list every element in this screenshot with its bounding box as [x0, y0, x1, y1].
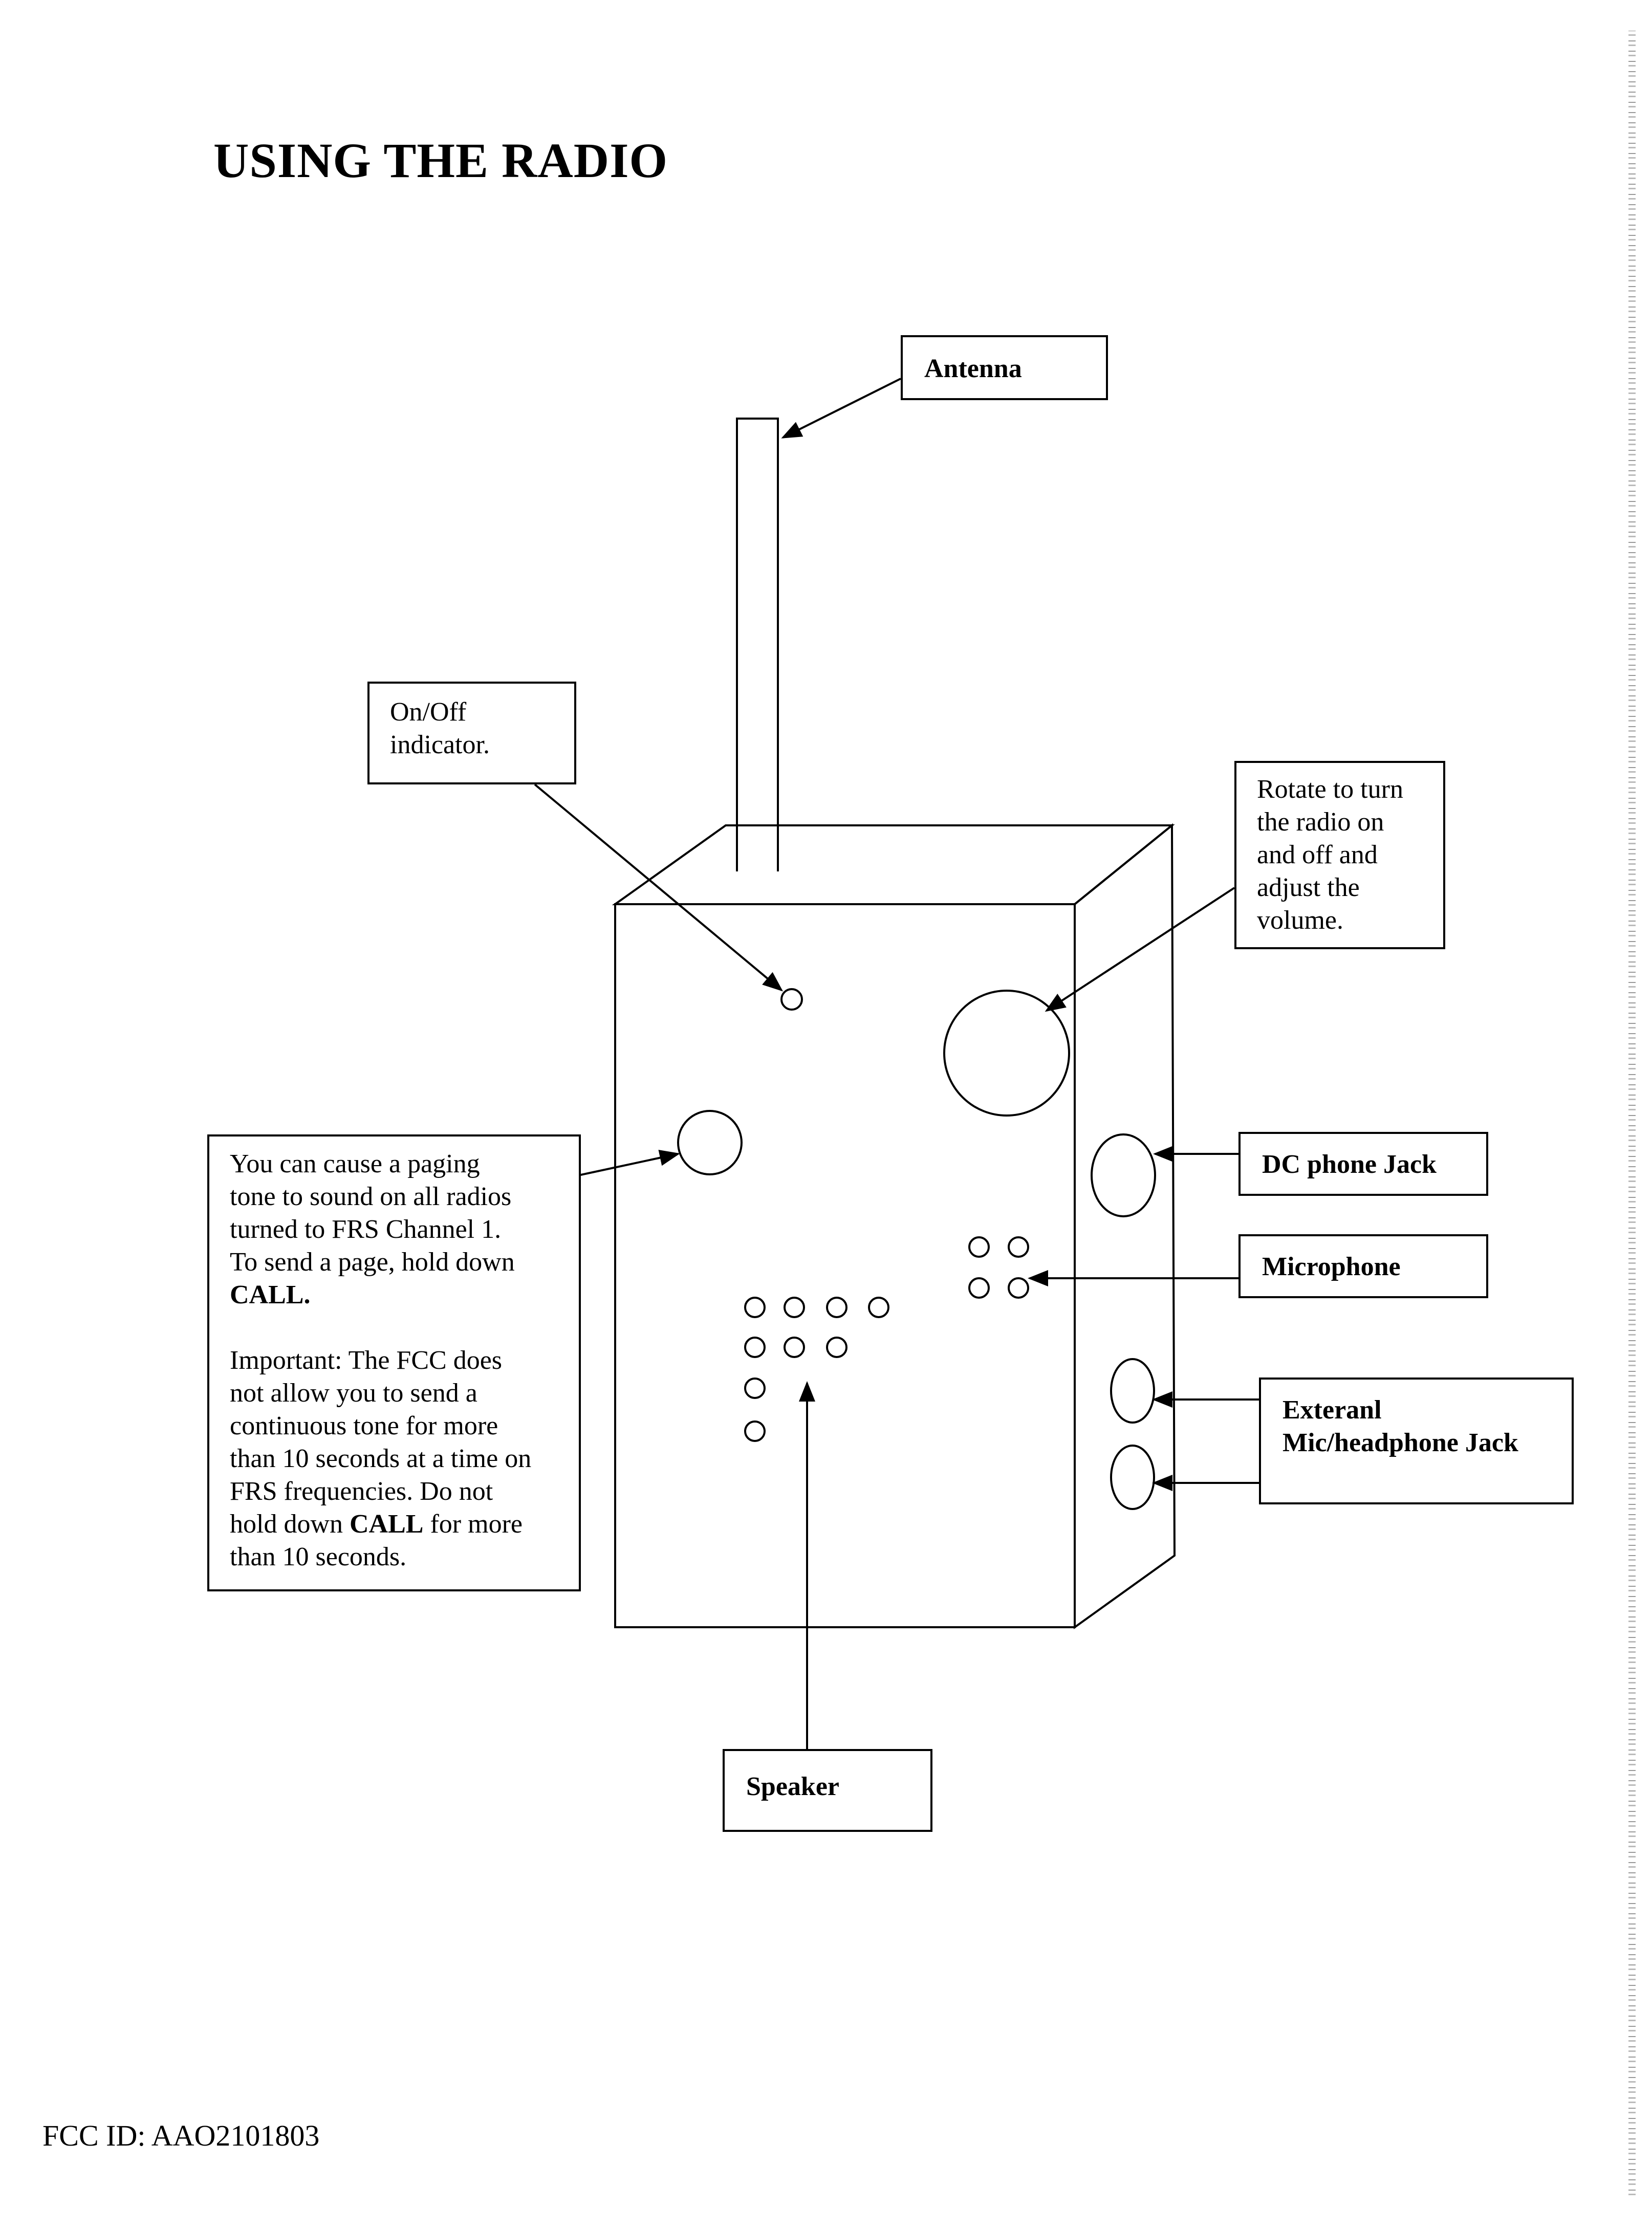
microphone-label: Microphone: [1262, 1252, 1401, 1281]
dc-jack: [1091, 1133, 1156, 1217]
onoff-label-box: On/Off indicator.: [367, 682, 576, 784]
volume-label-line-2: the radio on: [1257, 807, 1384, 837]
volume-label-line-5: volume.: [1257, 906, 1343, 935]
volume-label-line-1: Rotate to turn: [1257, 775, 1403, 804]
call-note-line-8: continuous tone for more: [230, 1411, 498, 1440]
call-note-line-9: than 10 seconds at a time on: [230, 1444, 532, 1473]
call-note-line-5: CALL.: [230, 1280, 311, 1309]
onoff-label-line-2: indicator.: [390, 730, 490, 759]
antenna-label-box: Antenna: [901, 335, 1108, 400]
antenna-label: Antenna: [924, 354, 1022, 383]
speaker-grille: [744, 1297, 889, 1442]
onoff-label-line-1: On/Off: [390, 697, 467, 727]
call-note-box: You can cause a paging tone to sound on …: [207, 1134, 581, 1591]
call-button: [677, 1110, 743, 1175]
onoff-arrow: [534, 783, 784, 992]
microphone-label-box: Microphone: [1238, 1234, 1488, 1298]
call-note-line-12: than 10 seconds.: [230, 1542, 407, 1571]
speaker-label: Speaker: [746, 1772, 839, 1801]
page-title: USING THE RADIO: [213, 133, 668, 188]
volume-knob: [943, 990, 1070, 1117]
call-keyword: CALL: [230, 1280, 304, 1309]
external-jack-label-box: Exteranl Mic/headphone Jack: [1259, 1378, 1574, 1504]
call-note-gap: [230, 1311, 579, 1344]
fcc-id-footer: FCC ID: AAO2101803: [42, 2119, 320, 2152]
call-note-line-7: not allow you to send a: [230, 1379, 477, 1408]
call-note-line-10: FRS frequencies. Do not: [230, 1477, 493, 1506]
antenna-arrow: [781, 378, 901, 439]
call-note-line-2: tone to sound on all radios: [230, 1182, 512, 1211]
radio-side-face: [1074, 823, 1176, 1629]
external-jack-label-line-1: Exteranl: [1283, 1395, 1382, 1425]
call-note-line-4: To send a page, hold down: [230, 1248, 515, 1277]
call-note-line-6: Important: The FCC does: [230, 1346, 503, 1375]
antenna-shape: [736, 418, 779, 871]
volume-arrow: [1045, 887, 1235, 1012]
dc-jack-label-box: DC phone Jack: [1238, 1132, 1488, 1196]
radio-front-face: [614, 903, 1076, 1628]
volume-label-line-4: adjust the: [1257, 873, 1360, 902]
microphone-holes: [968, 1236, 1029, 1299]
dc-jack-label: DC phone Jack: [1262, 1150, 1437, 1179]
external-jack-top: [1110, 1358, 1155, 1424]
scan-edge-artifact: [1628, 31, 1636, 2195]
call-arrow: [578, 1149, 680, 1176]
speaker-label-box: Speaker: [723, 1749, 932, 1832]
call-note-line-11: hold down CALL for more: [230, 1510, 523, 1539]
external-jack-bottom: [1110, 1445, 1155, 1510]
call-note-line-3: turned to FRS Channel 1.: [230, 1215, 502, 1244]
volume-label-line-3: and off and: [1257, 840, 1378, 869]
external-jack-label-line-2: Mic/headphone Jack: [1283, 1428, 1518, 1457]
onoff-indicator-led: [780, 988, 803, 1011]
volume-label-box: Rotate to turn the radio on and off and …: [1234, 761, 1445, 949]
call-note-line-1: You can cause a paging: [230, 1149, 480, 1178]
call-keyword-2: CALL: [350, 1510, 424, 1539]
